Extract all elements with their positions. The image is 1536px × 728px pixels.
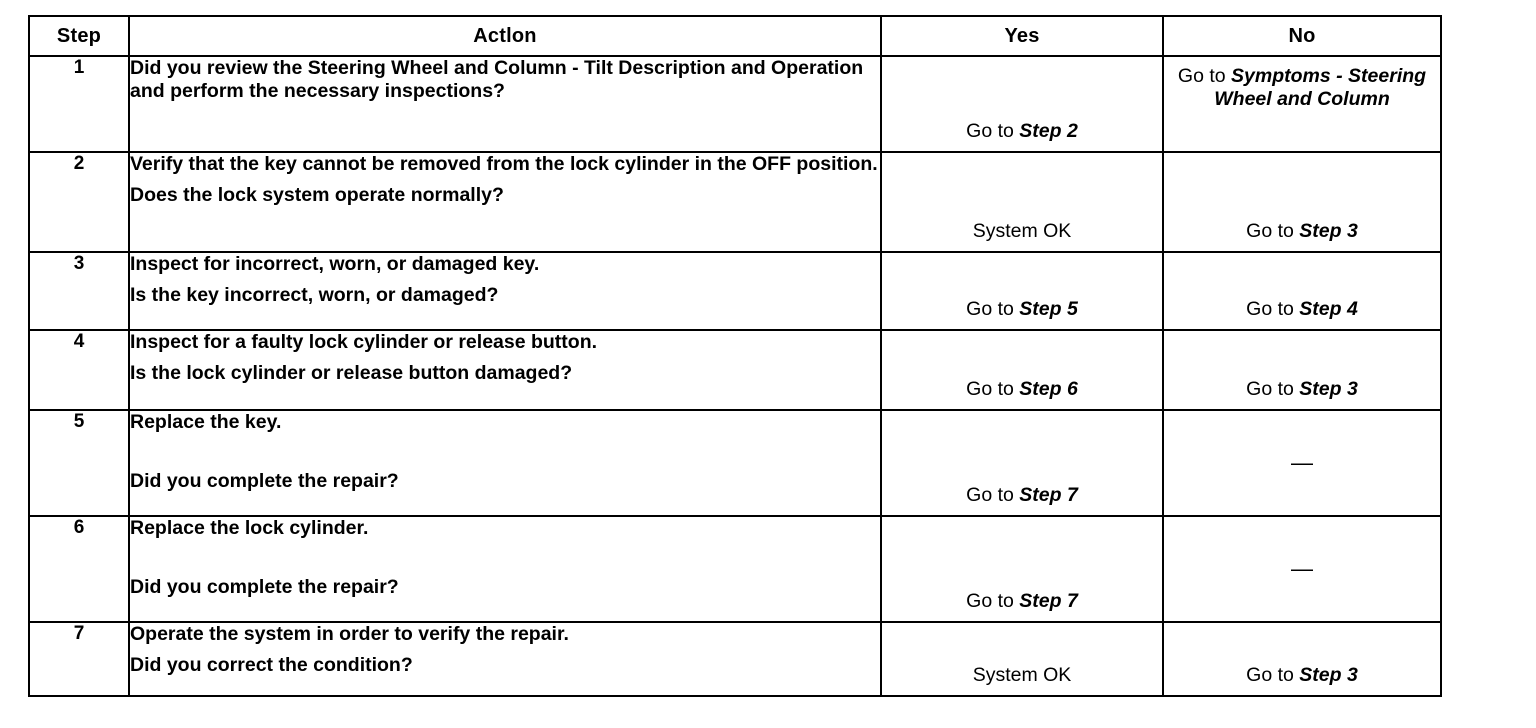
yes-cell: Go to Step 6 — [880, 329, 1164, 411]
step-number-cell: 6 — [28, 515, 130, 623]
yes-cell: Go to Step 5 — [880, 251, 1164, 331]
table-row: 6 Replace the lock cylinder. Did you com… — [28, 515, 1442, 623]
yes-cell: System OK — [880, 151, 1164, 253]
no-value: Go to Step 3 — [1164, 378, 1440, 401]
yes-target: Step 5 — [1019, 297, 1078, 320]
action-cell: Operate the system in order to verify th… — [128, 621, 882, 697]
no-target: Step 4 — [1299, 297, 1358, 320]
no-prefix: Go to — [1246, 377, 1300, 400]
step-number-cell: 2 — [28, 151, 130, 253]
no-value: Go to Step 3 — [1164, 664, 1440, 687]
no-prefix: Go to — [1177, 65, 1232, 87]
table-header-row: Step Actlon Yes No — [28, 15, 1442, 57]
table-row: 7 Operate the system in order to verify … — [28, 621, 1442, 697]
yes-value: Go to Step 7 — [882, 484, 1162, 507]
yes-cell: System OK — [880, 621, 1164, 697]
action-line: Does the lock system operate normally? — [130, 184, 504, 206]
no-target: Step 3 — [1299, 219, 1358, 242]
yes-cell: Go to Step 7 — [880, 409, 1164, 517]
yes-prefix: Go to — [966, 483, 1020, 506]
table-row: 4 Inspect for a faulty lock cylinder or … — [28, 329, 1442, 411]
action-line: Inspect for incorrect, worn, or damaged … — [130, 253, 540, 275]
step-number-cell: 3 — [28, 251, 130, 331]
yes-target: Step 2 — [1019, 119, 1078, 142]
no-cell: — — [1162, 515, 1442, 623]
yes-value: Go to Step 5 — [882, 298, 1162, 321]
no-value: Go to Step 3 — [1164, 220, 1440, 243]
column-header-yes: Yes — [880, 15, 1164, 57]
no-value: — — [1164, 556, 1440, 582]
table-row: 5 Replace the key. Did you complete the … — [28, 409, 1442, 517]
action-line: Is the lock cylinder or release button d… — [130, 362, 573, 384]
action-cell: Inspect for a faulty lock cylinder or re… — [128, 329, 882, 411]
no-cell: Go to Step 3 — [1162, 151, 1442, 253]
table-row: 3 Inspect for incorrect, worn, or damage… — [28, 251, 1442, 331]
yes-prefix: System OK — [972, 219, 1072, 242]
no-value: — — [1164, 450, 1440, 476]
action-cell: Replace the lock cylinder. Did you compl… — [128, 515, 882, 623]
action-line: Operate the system in order to verify th… — [130, 623, 569, 645]
column-header-no: No — [1162, 15, 1442, 57]
table-row: 1 Did you review the Steering Wheel and … — [28, 55, 1442, 153]
no-prefix: Go to — [1246, 663, 1300, 686]
action-line: Replace the key. — [130, 411, 282, 433]
no-target: Step 3 — [1299, 663, 1358, 686]
action-line: Replace the lock cylinder. — [130, 517, 369, 539]
action-line: Verify that the key cannot be removed fr… — [130, 153, 878, 175]
action-cell: Did you review the Steering Wheel and Co… — [128, 55, 882, 153]
table-body: 1 Did you review the Steering Wheel and … — [28, 55, 1442, 697]
yes-prefix: Go to — [966, 589, 1020, 612]
action-cell: Replace the key. Did you complete the re… — [128, 409, 882, 517]
yes-value: Go to Step 2 — [882, 120, 1162, 143]
yes-prefix: Go to — [966, 377, 1020, 400]
column-header-step: Step — [28, 15, 130, 57]
step-number-cell: 7 — [28, 621, 130, 697]
step-number-cell: 4 — [28, 329, 130, 411]
yes-target: Step 7 — [1019, 483, 1078, 506]
yes-prefix: Go to — [966, 297, 1020, 320]
action-line: Did you complete the repair? — [130, 576, 399, 598]
action-line: Inspect for a faulty lock cylinder or re… — [130, 331, 598, 353]
yes-prefix: System OK — [972, 663, 1072, 686]
no-prefix: Go to — [1246, 297, 1300, 320]
no-value: Go to Symptoms - Steering Wheel and Colu… — [1164, 57, 1440, 112]
action-cell: Verify that the key cannot be removed fr… — [128, 151, 882, 253]
yes-value: System OK — [882, 664, 1162, 687]
action-cell: Inspect for incorrect, worn, or damaged … — [128, 251, 882, 331]
column-header-action: Actlon — [128, 15, 882, 57]
yes-cell: Go to Step 2 — [880, 55, 1164, 153]
no-cell: Go to Symptoms - Steering Wheel and Colu… — [1162, 55, 1442, 153]
yes-value: Go to Step 7 — [882, 590, 1162, 613]
step-number-cell: 5 — [28, 409, 130, 517]
table-row: 2 Verify that the key cannot be removed … — [28, 151, 1442, 253]
yes-target: Step 7 — [1019, 589, 1078, 612]
yes-value: Go to Step 6 — [882, 378, 1162, 401]
no-prefix: Go to — [1246, 219, 1300, 242]
no-prefix: — — [1291, 555, 1313, 581]
no-prefix: — — [1291, 449, 1313, 475]
yes-target: Step 6 — [1019, 377, 1078, 400]
action-line: Did you correct the condition? — [130, 654, 413, 676]
yes-cell: Go to Step 7 — [880, 515, 1164, 623]
no-cell: — — [1162, 409, 1442, 517]
no-target: Symptoms - Steering Wheel and Column — [1214, 65, 1427, 111]
no-cell: Go to Step 3 — [1162, 329, 1442, 411]
no-cell: Go to Step 4 — [1162, 251, 1442, 331]
diagnostic-steps-table: Step Actlon Yes No 1 Did you review the … — [28, 15, 1442, 697]
yes-value: System OK — [882, 220, 1162, 243]
no-target: Step 3 — [1299, 377, 1358, 400]
action-line: Is the key incorrect, worn, or damaged? — [130, 284, 499, 306]
yes-prefix: Go to — [966, 119, 1020, 142]
no-value: Go to Step 4 — [1164, 298, 1440, 321]
no-cell: Go to Step 3 — [1162, 621, 1442, 697]
action-line: Did you review the Steering Wheel and Co… — [130, 57, 864, 102]
action-line: Did you complete the repair? — [130, 470, 399, 492]
step-number-cell: 1 — [28, 55, 130, 153]
